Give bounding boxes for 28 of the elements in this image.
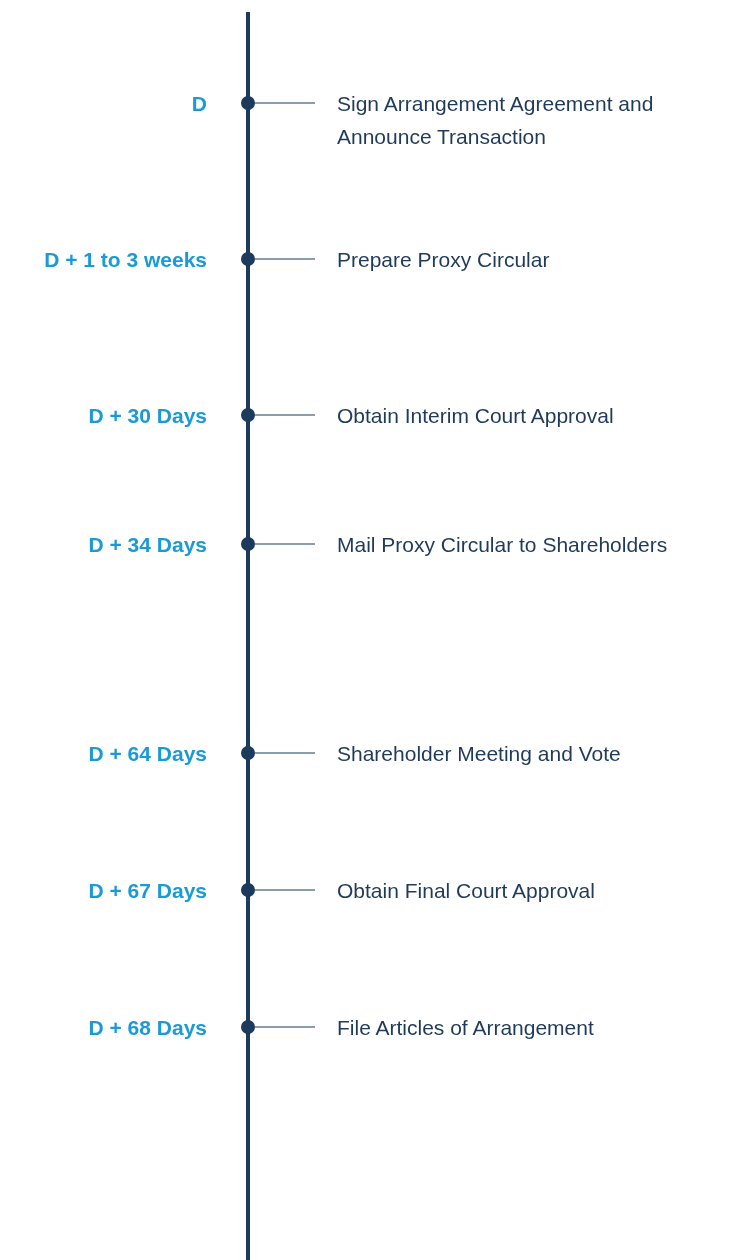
date-label: D + 64 Days [88,740,207,767]
milestone-dot [241,537,255,551]
milestone-dot [241,408,255,422]
date-label: D [191,90,207,117]
leader-line [254,889,316,891]
milestone-dot [241,1020,255,1034]
leader-line [254,414,316,416]
milestone-dot [241,96,255,110]
leader-line [254,258,316,260]
milestone-dot [241,746,255,760]
event-text: Obtain Final Court Approval [315,873,732,907]
event-text: File Articles of Arrangement [315,1010,732,1044]
date-label: D + 68 Days [88,1014,207,1041]
date-label: D + 30 Days [88,402,207,429]
leader-line [254,752,316,754]
milestone-dot [241,252,255,266]
event-text: Prepare Proxy Circular [315,242,732,276]
event-text: Mail Proxy Circular to Shareholders [315,527,732,561]
date-label: D + 67 Days [88,877,207,904]
leader-line [254,543,316,545]
event-text: Shareholder Meeting and Vote [315,736,732,770]
event-text: Obtain Interim Court Approval [315,398,732,432]
date-label: D + 34 Days [88,531,207,558]
leader-line [254,1026,316,1028]
date-label: D + 1 to 3 weeks [44,246,207,273]
leader-line [254,102,316,104]
event-text: Sign Arrangement Agreement and Announce Transaction [315,86,732,153]
milestone-dot [241,883,255,897]
